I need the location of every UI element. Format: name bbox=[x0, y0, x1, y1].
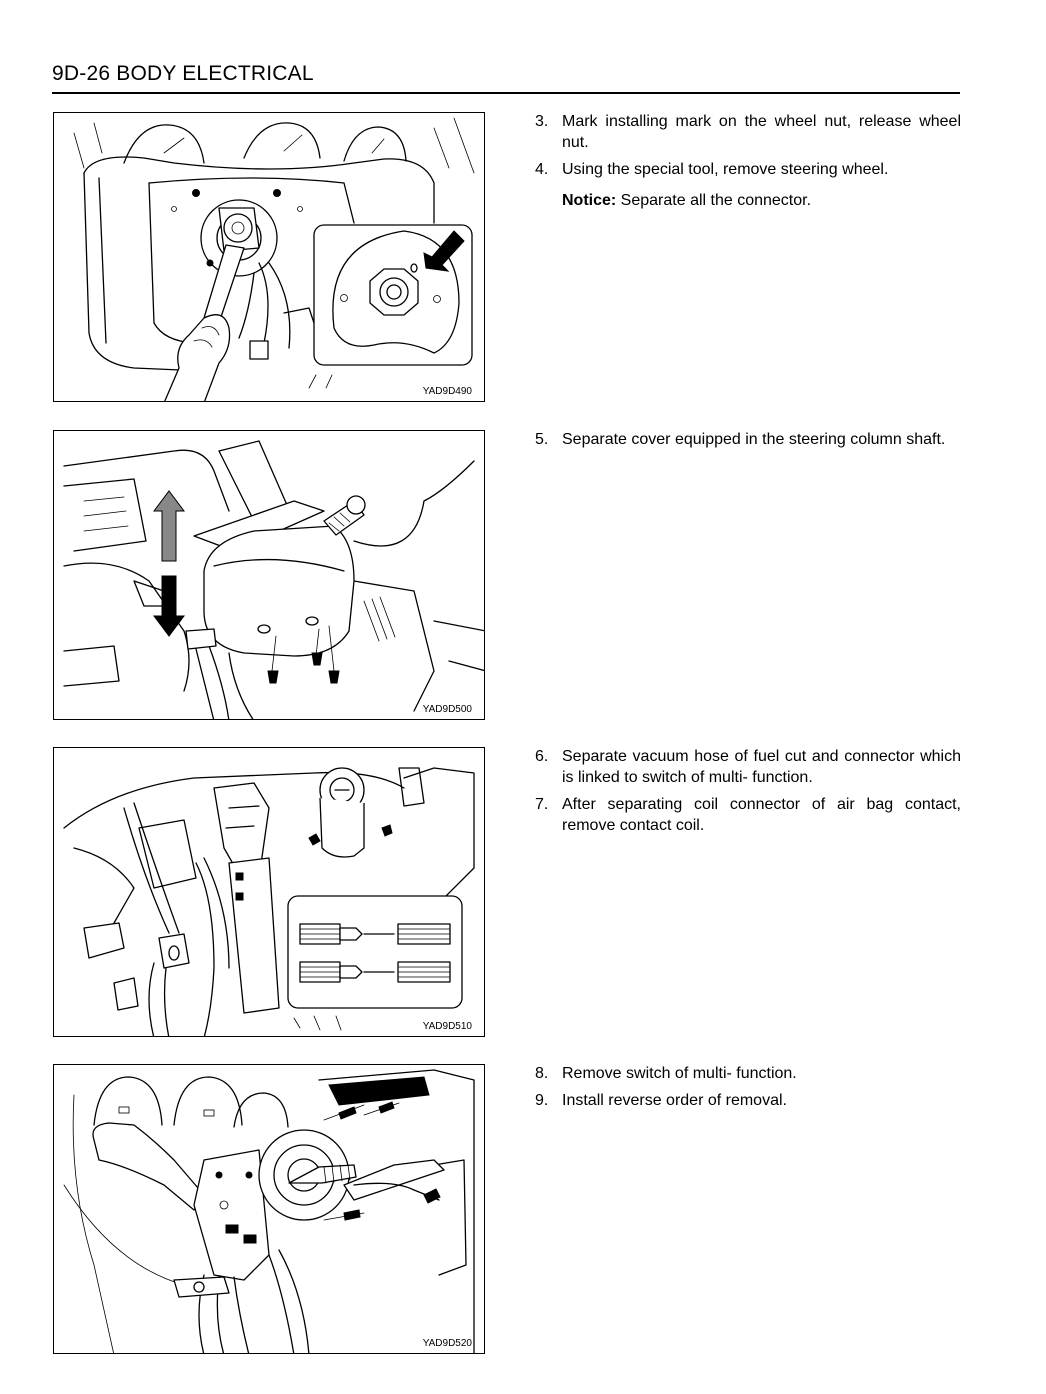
step-text: After separating coil connector of air b… bbox=[562, 796, 961, 834]
step-6: 6. Separate vacuum hose of fuel cut and … bbox=[535, 746, 961, 788]
figure-code: YAD9D500 bbox=[422, 704, 472, 715]
figure-code: YAD9D510 bbox=[422, 1021, 472, 1032]
step-3: 3. Mark installing mark on the wheel nut… bbox=[535, 111, 961, 153]
step-number: 4. bbox=[535, 161, 549, 178]
step-number: 9. bbox=[535, 1092, 549, 1109]
figure-column-cover: YAD9D500 bbox=[53, 430, 485, 720]
step-9: 9. Install reverse order of removal. bbox=[535, 1090, 961, 1111]
step-text: Mark installing mark on the wheel nut, r… bbox=[562, 113, 961, 151]
column-cover-illustration bbox=[63, 440, 484, 719]
steps-group-2: 5. Separate cover equipped in the steeri… bbox=[535, 429, 961, 456]
step-text: Using the special tool, remove steering … bbox=[562, 161, 889, 178]
figure-multi-function-switch: YAD9D520 bbox=[53, 1064, 485, 1354]
screw-icon bbox=[267, 625, 340, 684]
step-number: 8. bbox=[535, 1065, 549, 1082]
step-5: 5. Separate cover equipped in the steeri… bbox=[535, 429, 961, 450]
step-number: 6. bbox=[535, 748, 549, 765]
step-text: Separate cover equipped in the steering … bbox=[562, 431, 946, 448]
step-text: Separate vacuum hose of fuel cut and con… bbox=[562, 748, 961, 786]
steps-group-3: 6. Separate vacuum hose of fuel cut and … bbox=[535, 746, 961, 842]
step-7: 7. After separating coil connector of ai… bbox=[535, 794, 961, 836]
notice: Notice: Separate all the connector. bbox=[562, 190, 961, 211]
notice-text: Separate all the connector. bbox=[616, 192, 812, 209]
contact-coil-illustration bbox=[63, 767, 475, 1036]
step-text: Remove switch of multi- function. bbox=[562, 1065, 797, 1082]
steps-group-1: 3. Mark installing mark on the wheel nut… bbox=[535, 111, 961, 211]
connector-pair-top bbox=[299, 923, 451, 945]
multi-function-switch-illustration bbox=[63, 1069, 475, 1353]
figure-code: YAD9D520 bbox=[422, 1338, 472, 1349]
step-number: 5. bbox=[535, 431, 549, 448]
figure-code: YAD9D490 bbox=[422, 386, 472, 397]
steps-group-4: 8. Remove switch of multi- function. 9. … bbox=[535, 1063, 961, 1117]
notice-label: Notice: bbox=[562, 192, 617, 209]
step-number: 3. bbox=[535, 113, 549, 130]
steering-wheel-nut-illustration bbox=[73, 117, 475, 401]
header-rule bbox=[52, 92, 960, 94]
step-8: 8. Remove switch of multi- function. bbox=[535, 1063, 961, 1084]
figure-steering-wheel-nut: YAD9D490 bbox=[53, 112, 485, 402]
step-number: 7. bbox=[535, 796, 549, 813]
page-header: 9D-26 BODY ELECTRICAL bbox=[52, 62, 314, 85]
step-text: Install reverse order of removal. bbox=[562, 1092, 787, 1109]
connector-pair-bottom bbox=[299, 961, 451, 983]
figure-contact-coil: YAD9D510 bbox=[53, 747, 485, 1037]
step-4: 4. Using the special tool, remove steeri… bbox=[535, 159, 961, 180]
